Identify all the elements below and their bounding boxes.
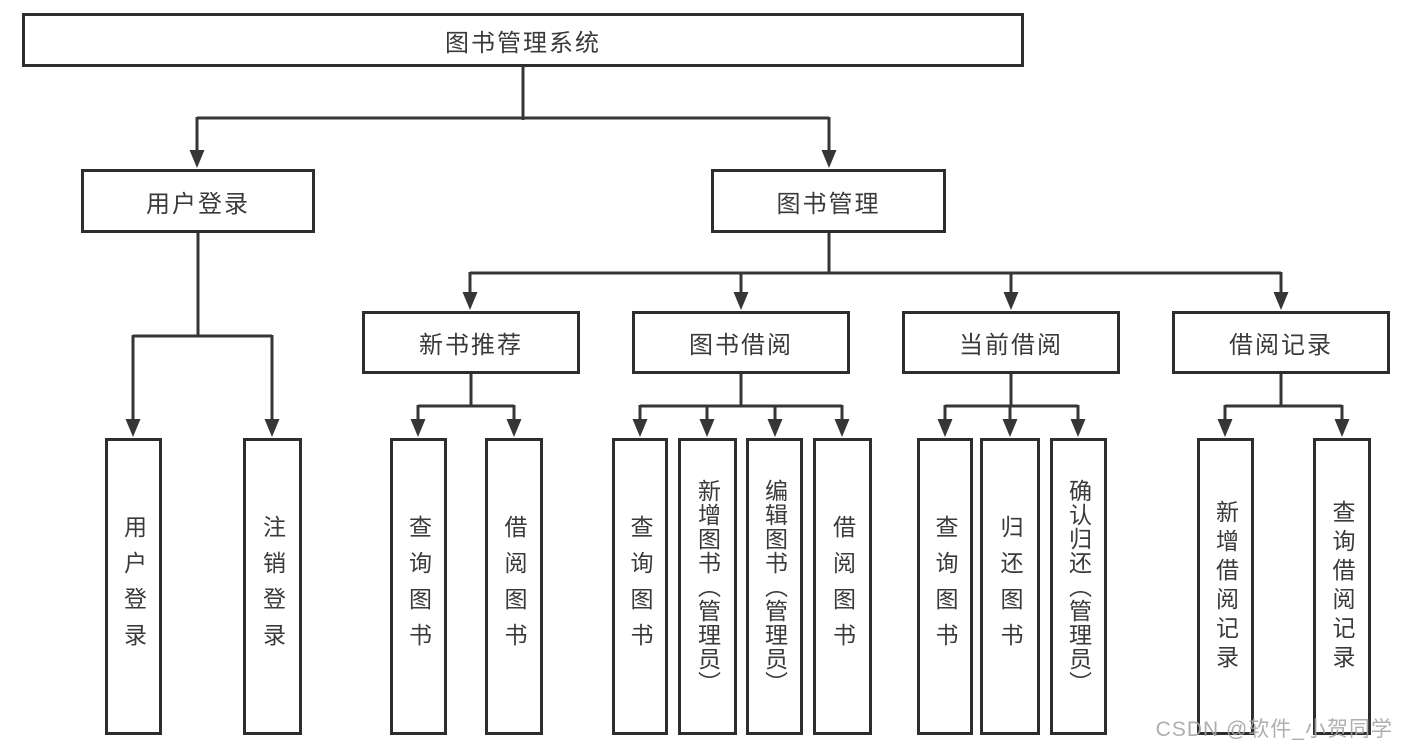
node-current-borrow: 当前借阅 xyxy=(902,311,1120,374)
leaf-logout: 注销登录 xyxy=(243,438,302,735)
leaf-borrow-book-1: 借阅图书 xyxy=(485,438,543,735)
leaf-query-book-1: 查询图书 xyxy=(390,438,447,735)
leaf-label: 借阅图书 xyxy=(501,514,527,659)
leaf-user-login: 用户登录 xyxy=(105,438,162,735)
leaf-borrow-book-2: 借阅图书 xyxy=(813,438,872,735)
node-borrow-record: 借阅记录 xyxy=(1172,311,1390,374)
node-label: 图书借阅 xyxy=(689,332,793,359)
leaf-label: 新增图书（管理员） xyxy=(694,478,721,695)
node-root-label: 图书管理系统 xyxy=(445,29,601,57)
leaf-query-borrow-record: 查询借阅记录 xyxy=(1313,438,1371,735)
node-label: 当前借阅 xyxy=(959,332,1063,359)
leaf-query-book-3: 查询图书 xyxy=(917,438,973,735)
leaf-label: 查询图书 xyxy=(405,514,432,659)
leaf-label: 查询图书 xyxy=(627,514,653,659)
leaf-add-borrow-record: 新增借阅记录 xyxy=(1197,438,1254,735)
leaf-label: 借阅图书 xyxy=(829,514,856,659)
node-book-management: 图书管理 xyxy=(711,169,946,233)
leaf-confirm-return-admin: 确认归还（管理员） xyxy=(1050,438,1107,735)
node-root: 图书管理系统 xyxy=(22,13,1024,67)
node-label: 借阅记录 xyxy=(1229,332,1333,359)
node-label: 图书管理 xyxy=(776,190,881,218)
leaf-return-book: 归还图书 xyxy=(980,438,1040,735)
node-label: 用户登录 xyxy=(146,190,250,218)
leaf-query-book-2: 查询图书 xyxy=(612,438,668,735)
leaf-label: 用户登录 xyxy=(120,514,147,659)
leaf-edit-book-admin: 编辑图书（管理员） xyxy=(746,438,803,735)
leaf-label: 确认归还（管理员） xyxy=(1065,478,1092,695)
node-new-book-recommend: 新书推荐 xyxy=(362,311,580,374)
leaf-label: 编辑图书（管理员） xyxy=(761,478,788,695)
leaf-label: 查询图书 xyxy=(932,514,958,659)
leaf-label: 归还图书 xyxy=(997,514,1023,659)
csdn-watermark: CSDN @软件_小贺同学 xyxy=(1155,718,1393,741)
leaf-label: 新增借阅记录 xyxy=(1212,499,1239,674)
leaf-label: 查询借阅记录 xyxy=(1329,499,1355,674)
node-label: 新书推荐 xyxy=(419,332,523,359)
leaf-add-book-admin: 新增图书（管理员） xyxy=(678,438,737,735)
node-book-borrow: 图书借阅 xyxy=(632,311,850,374)
node-user-login: 用户登录 xyxy=(81,169,315,233)
leaf-label: 注销登录 xyxy=(259,514,286,659)
